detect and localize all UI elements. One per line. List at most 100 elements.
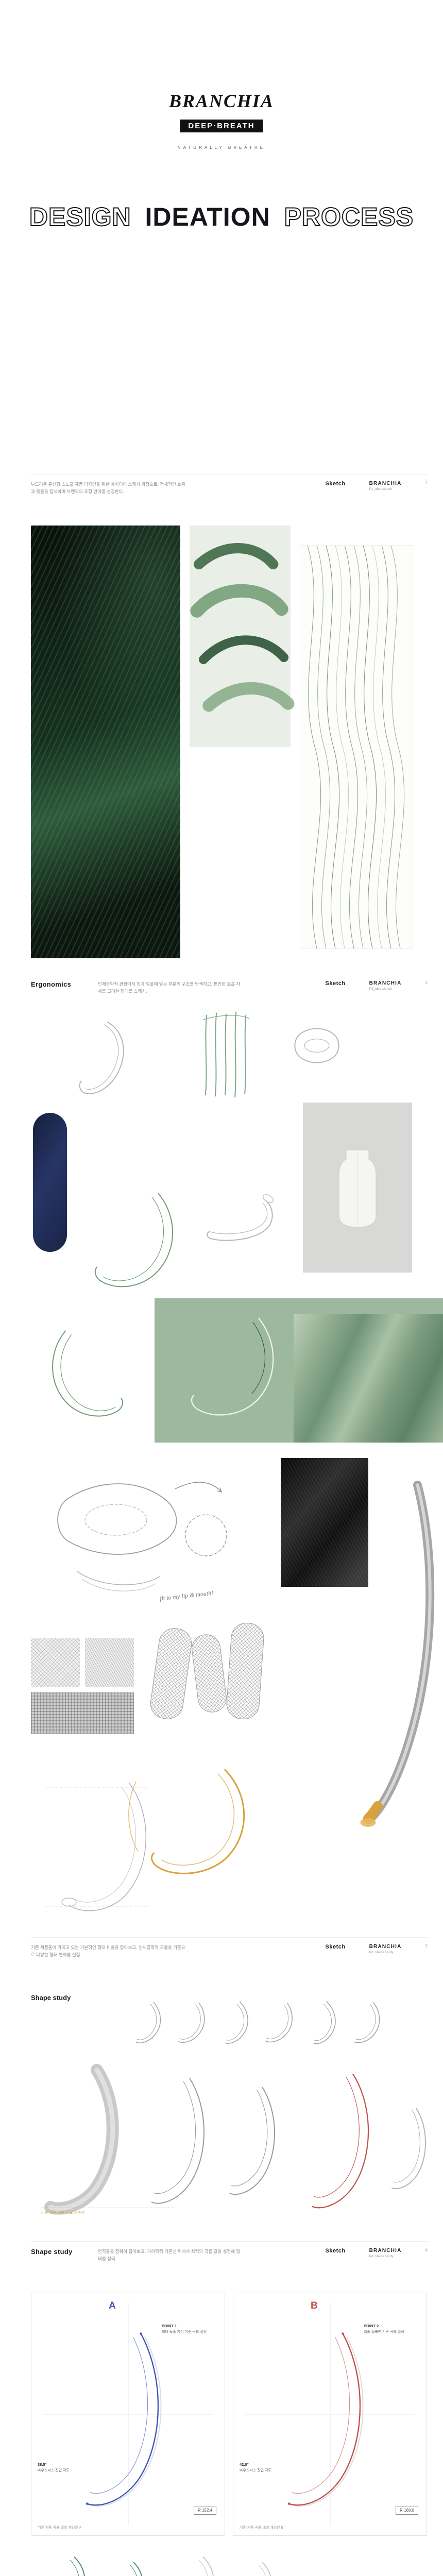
- tube-bundle-sketch: [192, 1009, 259, 1101]
- section-page-number: 1: [425, 481, 428, 485]
- section-meta: Sketch BRANCHIA P4_shape study 4: [326, 2248, 428, 2258]
- curve-variant-sketch: [301, 1997, 343, 2047]
- navy-tube-render: [33, 1113, 67, 1252]
- outline-curve-profile: [139, 2071, 211, 2210]
- annotation-title: 38.5°: [38, 2462, 47, 2467]
- blueprint-annotation: 42.0° 마우스피스 진입 각도: [240, 2462, 296, 2473]
- annotation-desc: 마우스피스 진입 각도: [240, 2468, 271, 2472]
- blueprint-annotation: POINT 2 입술 접촉면 기준 곡률 설정: [364, 2323, 420, 2335]
- section-label: Sketch: [325, 1944, 346, 1950]
- section-brand-sub: P2_idea sketch: [369, 987, 393, 991]
- title-process: PROCESS: [284, 202, 414, 232]
- annotation-desc: 최대 돌출 지점 기준 곡률 설정: [162, 2330, 207, 2334]
- mouthpiece-front-sketch: [288, 1020, 345, 1077]
- brand-badge: DEEP·BREATH: [180, 120, 263, 132]
- annotation-title: 42.0°: [240, 2462, 249, 2467]
- white-sketch-on-green: [160, 1309, 299, 1427]
- vase-photo: [303, 1103, 412, 1273]
- section-description: 인체공학적 관점에서 입과 얼굴에 닿는 부분의 구조를 탐색하고, 편안한 호…: [98, 981, 241, 994]
- section-meta: Sketch BRANCHIA P3_shape study 3: [326, 1944, 428, 1954]
- shape-study-label: Shape study: [31, 1994, 71, 2002]
- section-brand-block: BRANCHIA P2_idea sketch: [369, 980, 402, 991]
- section-brand-name: BRANCHIA: [369, 481, 402, 486]
- orange-sketch: [103, 1762, 268, 1891]
- curve-variant-sketch: [258, 1997, 299, 2047]
- section-header-shape-intro: 기존 제품들이 가지고 있는 기본적인 형태 비율을 잡아보고, 인체공학적 곡…: [31, 1937, 428, 1958]
- section-meta: Sketch BRANCHIA P1_idea sketch 1: [326, 481, 428, 491]
- blueprint-panel-b: B POINT 2 입술 접촉면 기준 곡률 설정 42.0° 마우스피스 진입…: [233, 2293, 427, 2536]
- flow-lines-photo: [300, 545, 413, 949]
- section-brand-name: BRANCHIA: [369, 2248, 402, 2253]
- green-snorkel-sketch: [77, 1185, 185, 1293]
- blueprint-note: 기존 제품 곡률 대비 개선안 A: [38, 2526, 82, 2530]
- vase-shape: [327, 1144, 388, 1231]
- section-page-number: 2: [425, 980, 428, 985]
- big-curve-render: [360, 1463, 438, 1827]
- solid-curve-profile: [36, 2061, 124, 2215]
- section-meta: Sketch BRANCHIA P2_idea sketch 2: [326, 980, 428, 991]
- mesh-cylinder-sketch: [225, 1621, 265, 1721]
- texture-swatch-weave: [31, 1692, 134, 1734]
- brand-tagline: NATURALLY BREATHE: [177, 145, 266, 150]
- teal-outline-curve: [36, 2553, 93, 2576]
- outline-curve-profile: [384, 2097, 430, 2200]
- brush-strokes-art: [190, 526, 291, 747]
- section-label: Sketch: [325, 481, 346, 487]
- gray-outline-curve: [165, 2553, 222, 2576]
- texture-swatch-crosshatch: [31, 1638, 80, 1687]
- section-brand-sub: P4_shape study: [369, 2255, 394, 2258]
- green-snorkel-sketch-2: [36, 1319, 134, 1427]
- green-mood-panel: [155, 1298, 443, 1443]
- section-brand-sub: P3_shape study: [369, 1951, 394, 1954]
- flow-lines-art: [300, 546, 413, 948]
- annotated-sketch: [36, 1458, 258, 1613]
- feather-photo: [31, 526, 180, 958]
- section-brand-sub: P1_idea sketch: [369, 487, 393, 491]
- section-header-ergonomics: Ergonomics 인체공학적 관점에서 입과 얼굴에 닿는 부분의 구조를 …: [31, 974, 428, 995]
- curve-variant-sketch: [347, 1998, 384, 2046]
- red-curve-profile: [299, 2066, 376, 2215]
- outline-curve-profile: [219, 2076, 281, 2205]
- blueprint-curve-b: [287, 2332, 385, 2515]
- section-page-number: 3: [425, 1944, 428, 1948]
- curve-variant-sketch: [215, 1998, 254, 2047]
- blueprint-label-b: B: [311, 2300, 318, 2311]
- material-closeup-photo: [281, 1458, 368, 1587]
- blueprint-curve-a: [86, 2332, 183, 2515]
- annotation-title: POINT 1: [162, 2324, 177, 2328]
- section-header-sketch: 부드러운 유선형 스노클 제품 디자인을 위한 아이디어 스케치 과정으로, 전…: [31, 474, 428, 495]
- section-description: 기존 제품들이 가지고 있는 기본적인 형태 비율을 잡아보고, 인체공학적 곡…: [31, 1945, 185, 1958]
- snorkel-sketch: [72, 1018, 134, 1100]
- section-label: Sketch: [325, 980, 346, 987]
- fabric-photo: [294, 1314, 443, 1443]
- blueprint-annotation: 38.5° 마우스피스 진입 각도: [38, 2462, 94, 2473]
- teal-outline-curve: [100, 2558, 149, 2576]
- brand-logo: BRANCHIA: [168, 91, 275, 111]
- section-page-number: 4: [425, 2248, 428, 2252]
- baseline-annotation: 기존 제품 곡률 비교 기준선: [41, 2208, 175, 2215]
- annotation-title: POINT 2: [364, 2324, 379, 2328]
- section-description: 면적들을 정확히 잡아보고, 기하학적 기준선 위에서 최적의 곡률 값을 설정…: [98, 2249, 241, 2262]
- blueprint-gridline: [128, 2302, 129, 2526]
- blueprint-label-a: A: [109, 2300, 116, 2311]
- title-design: DESIGN: [29, 202, 131, 232]
- mesh-cylinder-sketch: [148, 1626, 194, 1721]
- mesh-cylinder-sketch: [190, 1633, 229, 1714]
- dimension-box: R 152.4: [193, 2506, 216, 2515]
- blueprint-gridline: [330, 2302, 331, 2526]
- annotation-desc: 마우스피스 진입 각도: [38, 2468, 70, 2472]
- section-title: Ergonomics: [31, 980, 72, 988]
- dimension-box: R 168.0: [395, 2506, 418, 2515]
- blueprint-annotation: POINT 1 최대 돌출 지점 기준 곡률 설정: [162, 2323, 218, 2335]
- section-brand-block: BRANCHIA P4_shape study: [369, 2248, 402, 2258]
- section-header-shape-study-2: Shape study 면적들을 정확히 잡아보고, 기하학적 기준선 위에서 …: [31, 2241, 428, 2262]
- blueprint-panel-a: A POINT 1 최대 돌출 지점 기준 곡률 설정 38.5° 마우스피스 …: [31, 2293, 225, 2536]
- section-brand-name: BRANCHIA: [369, 1944, 402, 1950]
- blueprint-note: 기존 제품 곡률 대비 개선안 B: [240, 2526, 284, 2530]
- curve-variant-sketch: [129, 1999, 165, 2045]
- section-label: Sketch: [325, 2248, 346, 2254]
- section-brand-block: BRANCHIA P1_idea sketch: [369, 481, 402, 491]
- snorkel-side-sketch: [202, 1185, 279, 1252]
- section-title: Shape study: [31, 2248, 73, 2256]
